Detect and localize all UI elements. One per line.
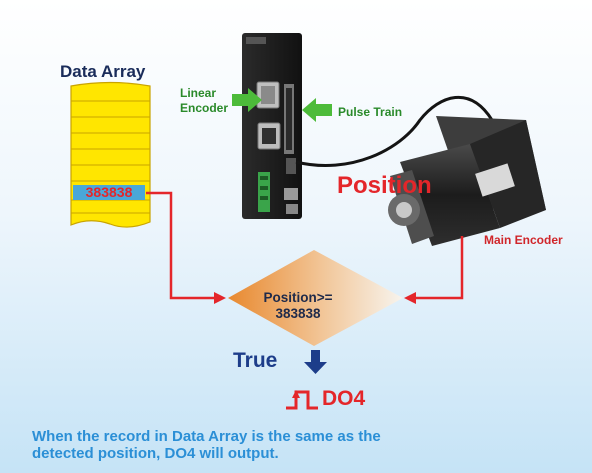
array-to-condition-line <box>146 191 216 300</box>
data-array-title: Data Array <box>60 62 146 81</box>
true-down-arrow <box>304 350 327 374</box>
linear-encoder-line1: Linear <box>180 86 217 100</box>
array-arrowhead <box>214 292 226 304</box>
linear-encoder-line2: Encoder <box>180 101 229 115</box>
condition-line1: Position>= <box>263 290 333 305</box>
condition-diamond <box>228 250 403 346</box>
linear-encoder-label: Linear Encoder <box>180 86 228 116</box>
position-label: Position <box>337 172 432 199</box>
servo-drive <box>242 33 302 219</box>
caption-line1: When the record in Data Array is the sam… <box>32 428 381 445</box>
encoder-arrowhead <box>404 292 416 304</box>
pulse-output-icon <box>286 390 318 410</box>
caption: When the record in Data Array is the sam… <box>32 428 381 462</box>
condition-line2: 383838 <box>275 306 321 321</box>
encoder-to-condition-line <box>414 236 464 300</box>
linear-encoder-arrow <box>232 88 262 112</box>
caption-line2: detected position, DO4 will output. <box>32 445 279 462</box>
main-encoder-label: Main Encoder <box>484 233 563 247</box>
pulse-train-arrow <box>302 98 332 122</box>
do4-label: DO4 <box>322 387 366 410</box>
pulse-train-label: Pulse Train <box>338 105 403 119</box>
data-array-value: 383838 <box>73 185 145 200</box>
servo-motor <box>388 116 546 246</box>
motor-cable <box>295 95 494 167</box>
condition-text: Position>= 383838 <box>240 290 356 322</box>
true-label: True <box>233 349 278 372</box>
data-array-scroll <box>70 81 151 228</box>
